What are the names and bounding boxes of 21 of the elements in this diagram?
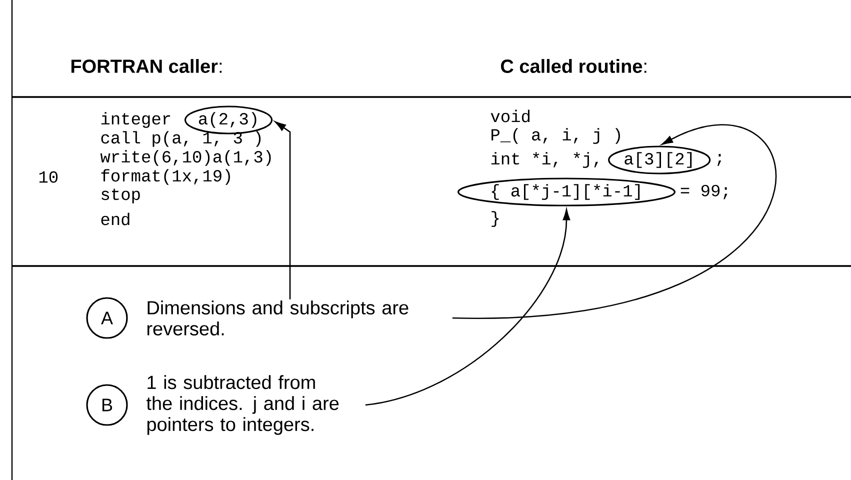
arrow <box>365 209 570 406</box>
note: Dimensions and subscripts are reversed. <box>147 300 408 336</box>
callout-letter: A <box>86 297 128 339</box>
code-line: write(6,10)a(1,3) <box>100 150 271 166</box>
code-line: 10 <box>39 171 58 183</box>
code-line: P_( a, i, j ) <box>492 128 620 144</box>
note: 1 is subtracted from the indices. j and i are pointers to integers. <box>146 375 339 435</box>
column-heading: C called routine: <box>501 59 646 73</box>
arrow <box>452 125 777 319</box>
arrow <box>274 121 291 300</box>
circled-code: { a[*j-1][*i-1] <box>458 178 676 206</box>
code-line: void <box>490 110 530 122</box>
code-line: = 99; <box>680 184 728 200</box>
code-line: stop <box>102 188 140 204</box>
code-line: ; <box>718 154 722 166</box>
column-heading: FORTRAN caller: <box>71 59 222 73</box>
code-line: int *i, *j, <box>491 152 598 168</box>
callout-letter: B <box>86 384 128 426</box>
code-line: end <box>101 212 130 226</box>
code-line: format(1x,19) <box>101 169 230 185</box>
circled-code: a[3][2] <box>608 146 711 174</box>
